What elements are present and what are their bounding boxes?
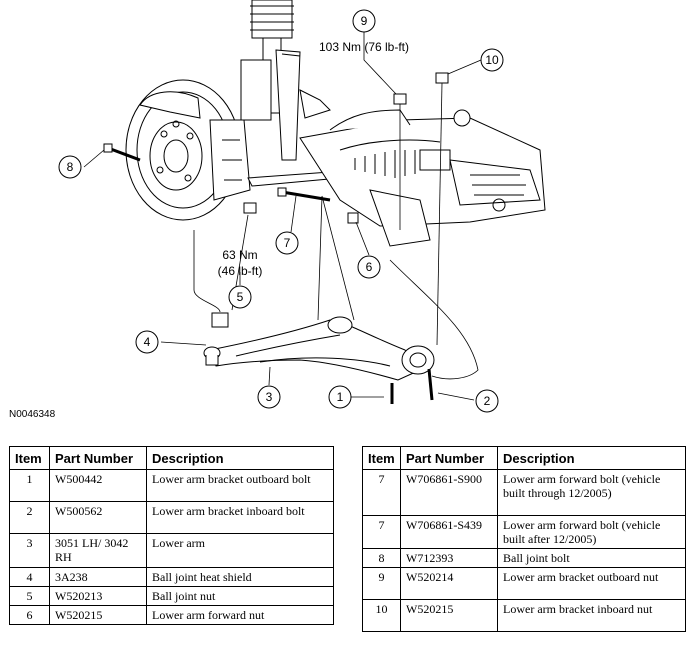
cell-description: Ball joint heat shield [146,567,334,587]
cell-description: Lower arm bracket inboard nut [497,599,686,632]
torque-spec-top: 103 Nm (76 lb-ft) [319,40,409,54]
cell-item: 7 [362,469,401,516]
callout-6-circle [357,255,381,279]
header-description: Description [497,446,686,470]
callout-10-label: 10 [485,53,499,67]
figure-id: N0046348 [9,409,56,420]
callout-6-label: 6 [366,260,373,274]
cell-part-number: W706861-S439 [400,515,498,549]
cell-part-number: 3A238 [49,567,147,587]
callout-8-circle [58,155,82,179]
table-row: 8 W712393 Ball joint bolt [362,548,686,568]
header-description: Description [146,446,334,470]
cell-item: 7 [362,515,401,549]
cell-part-number: W706861-S900 [400,469,498,516]
table-row: 4 3A238 Ball joint heat shield [9,567,334,587]
parts-table-left: Item Part Number Description 1 W500442 L… [9,446,334,625]
table-row: 7 W706861-S900 Lower arm forward bolt (v… [362,469,686,516]
cell-item: 1 [9,469,50,502]
callout-1-circle [328,385,352,409]
table-row: 5 W520213 Ball joint nut [9,586,334,606]
callout-circles [58,9,504,413]
cell-item: 6 [9,605,50,625]
cell-item: 2 [9,501,50,534]
callout-10-circle [480,48,504,72]
cell-description: Ball joint bolt [497,548,686,568]
callout-5-label: 5 [237,290,244,304]
steering-rack-subframe-illustration [247,89,546,247]
cell-part-number: W520213 [49,586,147,606]
lower-arm-illustration [203,312,435,404]
callout-4-circle [135,330,159,354]
fastener-illustrations [103,72,449,224]
table-row: 1 W500442 Lower arm bracket outboard bol… [9,469,334,502]
parts-table-right: Item Part Number Description 7 W706861-S… [362,446,686,632]
callout-3-circle [257,385,281,409]
callout-4-label: 4 [144,335,151,349]
suspension-exploded-diagram: 9 10 8 7 5 6 4 3 1 2 103 Nm (76 lb-ft) 6… [9,0,546,420]
header-part-number: Part Number [400,446,498,470]
cell-item: 3 [9,533,50,568]
callout-8-label: 8 [67,160,74,174]
cell-part-number: W520214 [400,567,498,600]
table-header-row: Item Part Number Description [362,446,686,470]
table-header-row: Item Part Number Description [9,446,334,470]
cell-part-number: 3051 LH/ 3042 RH [49,533,147,568]
callout-9-label: 9 [361,14,368,28]
callout-7-circle [275,231,299,255]
callout-leader-lines [83,32,482,401]
header-item: Item [362,446,401,470]
callout-1-label: 1 [337,390,344,404]
strut-spring-illustration [240,0,301,161]
callout-5-circle [228,285,252,309]
table-row: 3 3051 LH/ 3042 RH Lower arm [9,533,334,568]
cell-item: 5 [9,586,50,606]
cell-part-number: W500442 [49,469,147,502]
torque-spec-mid-line2: (46 lb-ft) [218,264,263,278]
cell-description: Lower arm forward bolt (vehicle built af… [497,515,686,549]
cell-description: Ball joint nut [146,586,334,606]
cell-item: 9 [362,567,401,600]
table-row: 6 W520215 Lower arm forward nut [9,605,334,625]
cell-description: Lower arm forward bolt (vehicle built th… [497,469,686,516]
callout-3-label: 3 [266,390,273,404]
cell-item: 4 [9,567,50,587]
cell-description: Lower arm [146,533,334,568]
header-part-number: Part Number [49,446,147,470]
table-row: 10 W520215 Lower arm bracket inboard nut [362,599,686,632]
brake-disc-hub-illustration [125,79,251,221]
callout-2-circle [475,389,499,413]
cell-item: 10 [362,599,401,632]
cell-part-number: W520215 [400,599,498,632]
cell-description: Lower arm bracket outboard nut [497,567,686,600]
cell-description: Lower arm bracket outboard bolt [146,469,334,502]
callout-7-label: 7 [284,236,291,250]
cell-part-number: W712393 [400,548,498,568]
callout-9-circle [352,9,376,33]
callout-2-label: 2 [484,394,491,408]
cell-description: Lower arm forward nut [146,605,334,625]
table-row: 2 W500562 Lower arm bracket inboard bolt [9,501,334,534]
table-row: 9 W520214 Lower arm bracket outboard nut [362,567,686,600]
cell-part-number: W500562 [49,501,147,534]
torque-spec-mid-line1: 63 Nm [222,248,257,262]
cell-part-number: W520215 [49,605,147,625]
table-row: 7 W706861-S439 Lower arm forward bolt (v… [362,515,686,549]
cell-description: Lower arm bracket inboard bolt [146,501,334,534]
header-item: Item [9,446,50,470]
cell-item: 8 [362,548,401,568]
